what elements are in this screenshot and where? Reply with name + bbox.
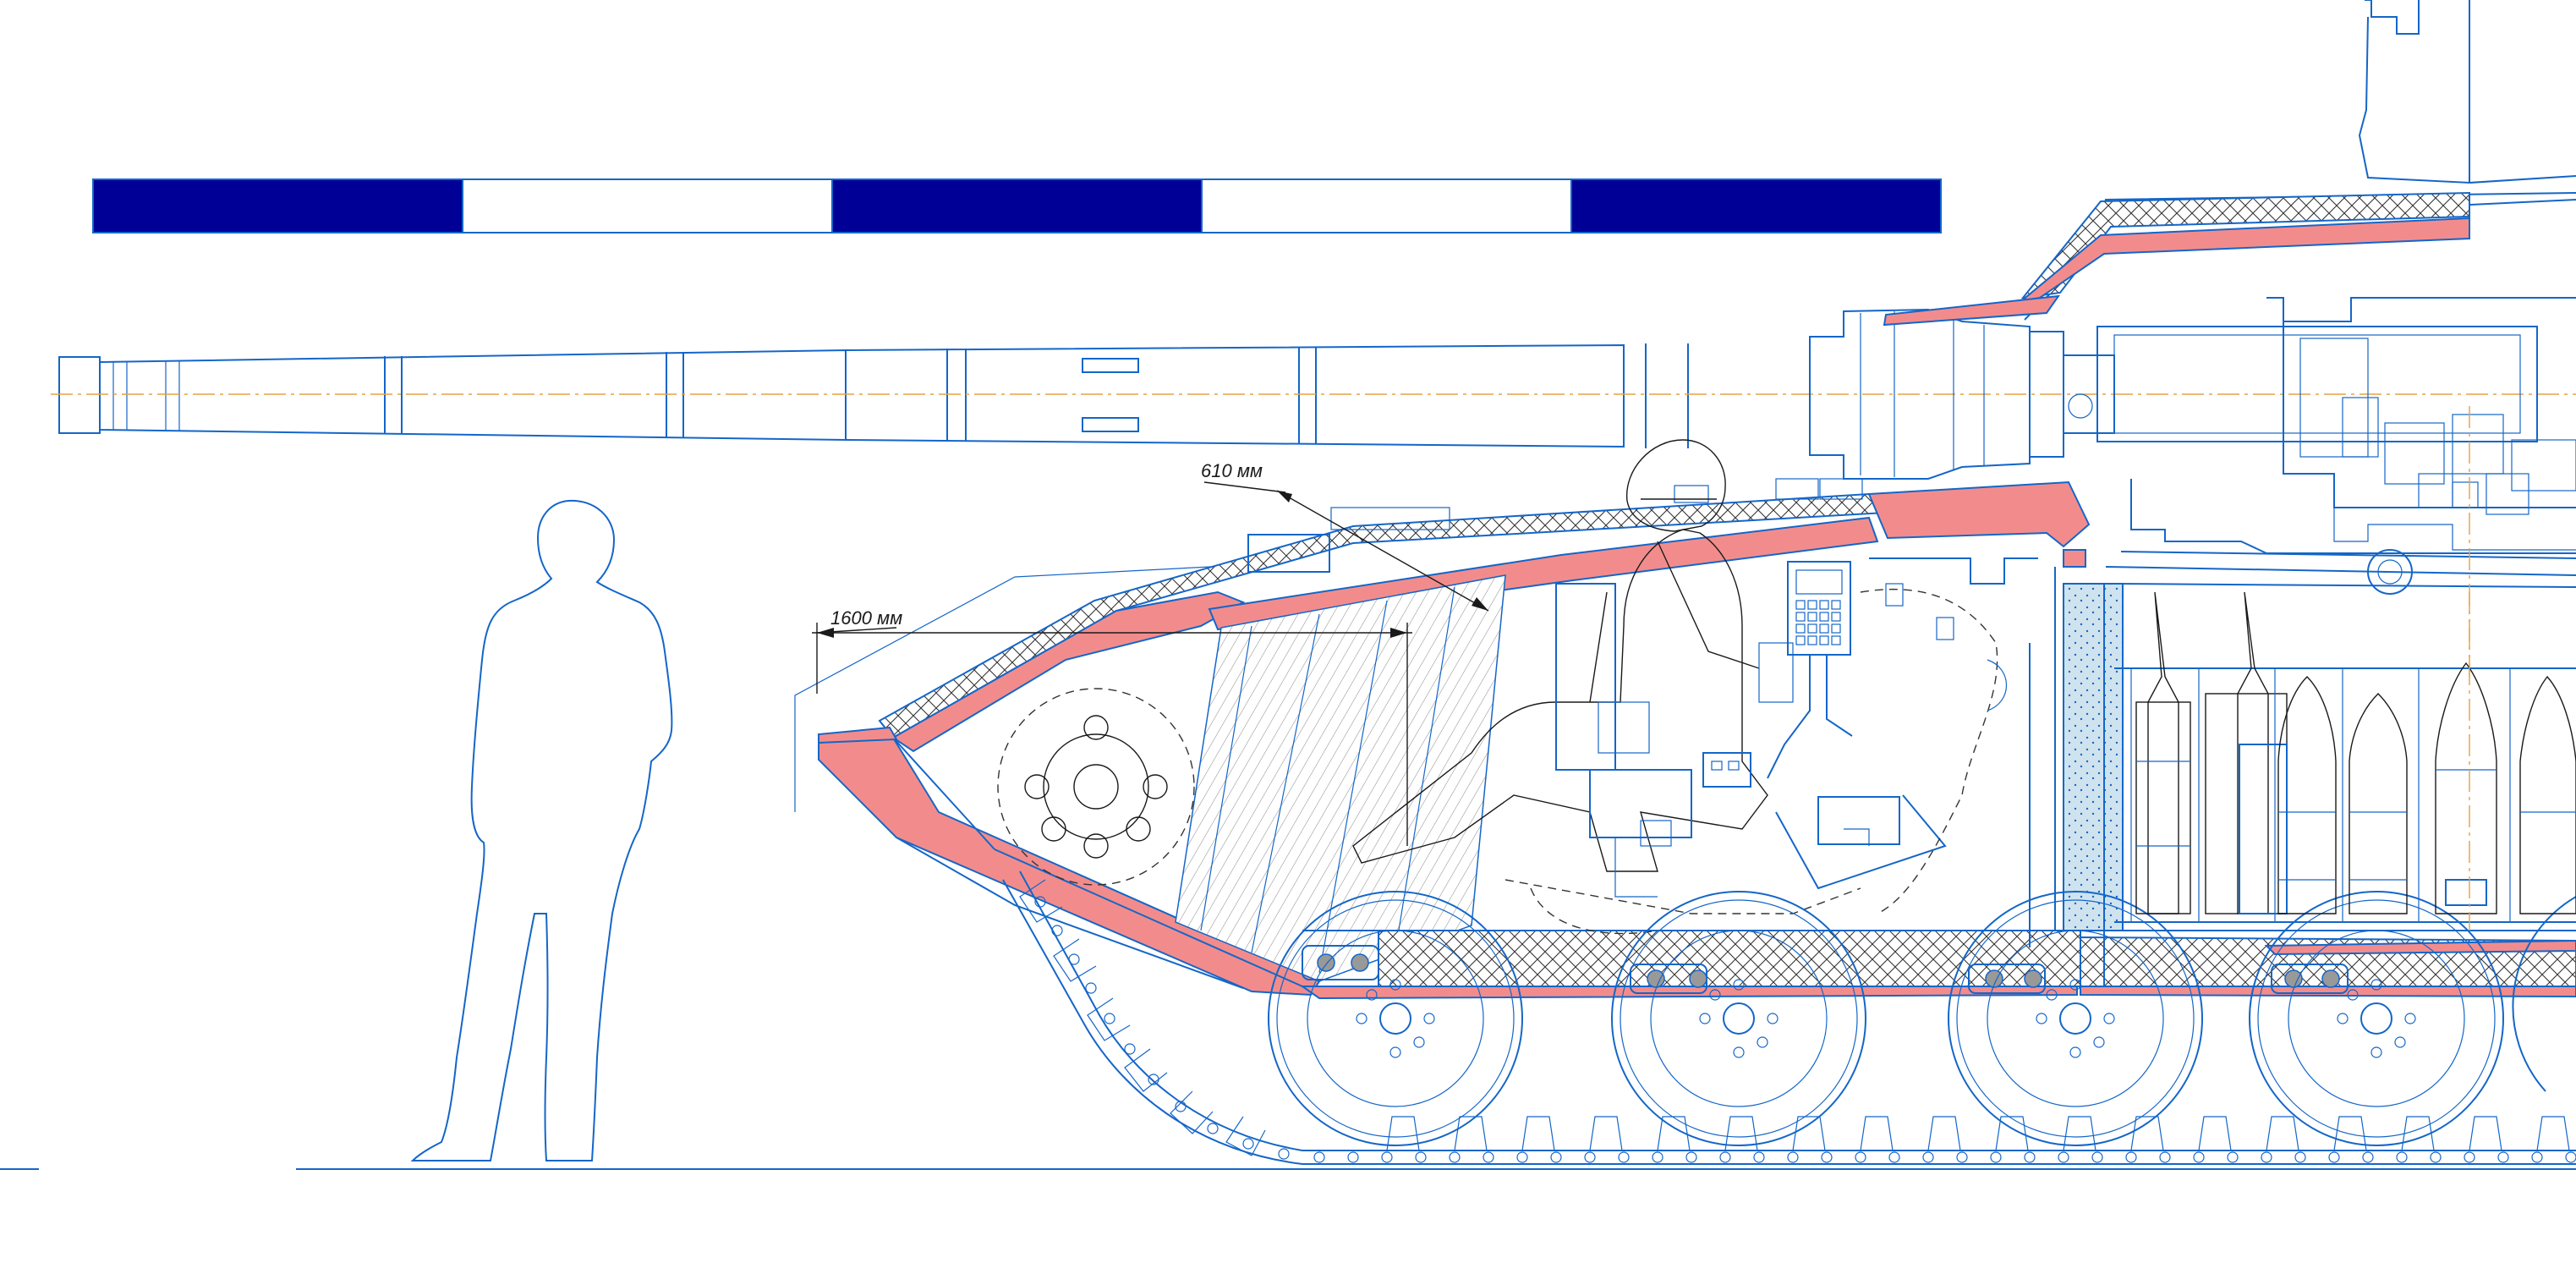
road-wheel-2 xyxy=(1611,891,1866,1146)
road-wheel-4 xyxy=(2249,891,2504,1146)
scale-bar xyxy=(92,178,1942,233)
seated-driver-icon xyxy=(1352,439,1861,935)
shell-icon xyxy=(2205,591,2288,914)
shell-icon xyxy=(2435,662,2497,914)
control-panel xyxy=(1640,557,2038,914)
shell-icon xyxy=(2135,591,2191,914)
shell-icon xyxy=(2519,675,2576,914)
shell-icon xyxy=(2277,676,2337,914)
shell-icon xyxy=(2349,693,2408,914)
dimension-610: 610 мм xyxy=(1201,460,1489,612)
person-silhouette-icon xyxy=(410,499,673,1161)
gun-barrel xyxy=(51,308,2576,480)
idler-wheel xyxy=(997,688,1195,886)
hull xyxy=(794,478,2576,1000)
turret xyxy=(1883,0,2576,677)
ammunition-rack xyxy=(2114,591,2576,931)
track xyxy=(1002,870,2576,1165)
dimension-1600: 1600 мм xyxy=(812,607,1412,846)
dimension-610-label: 610 мм xyxy=(1201,460,1263,481)
road-wheel-1 xyxy=(1268,891,1523,1146)
road-wheels xyxy=(1268,891,2576,1146)
dimension-1600-label: 1600 мм xyxy=(830,607,902,629)
road-wheel-3 xyxy=(1948,891,2203,1146)
